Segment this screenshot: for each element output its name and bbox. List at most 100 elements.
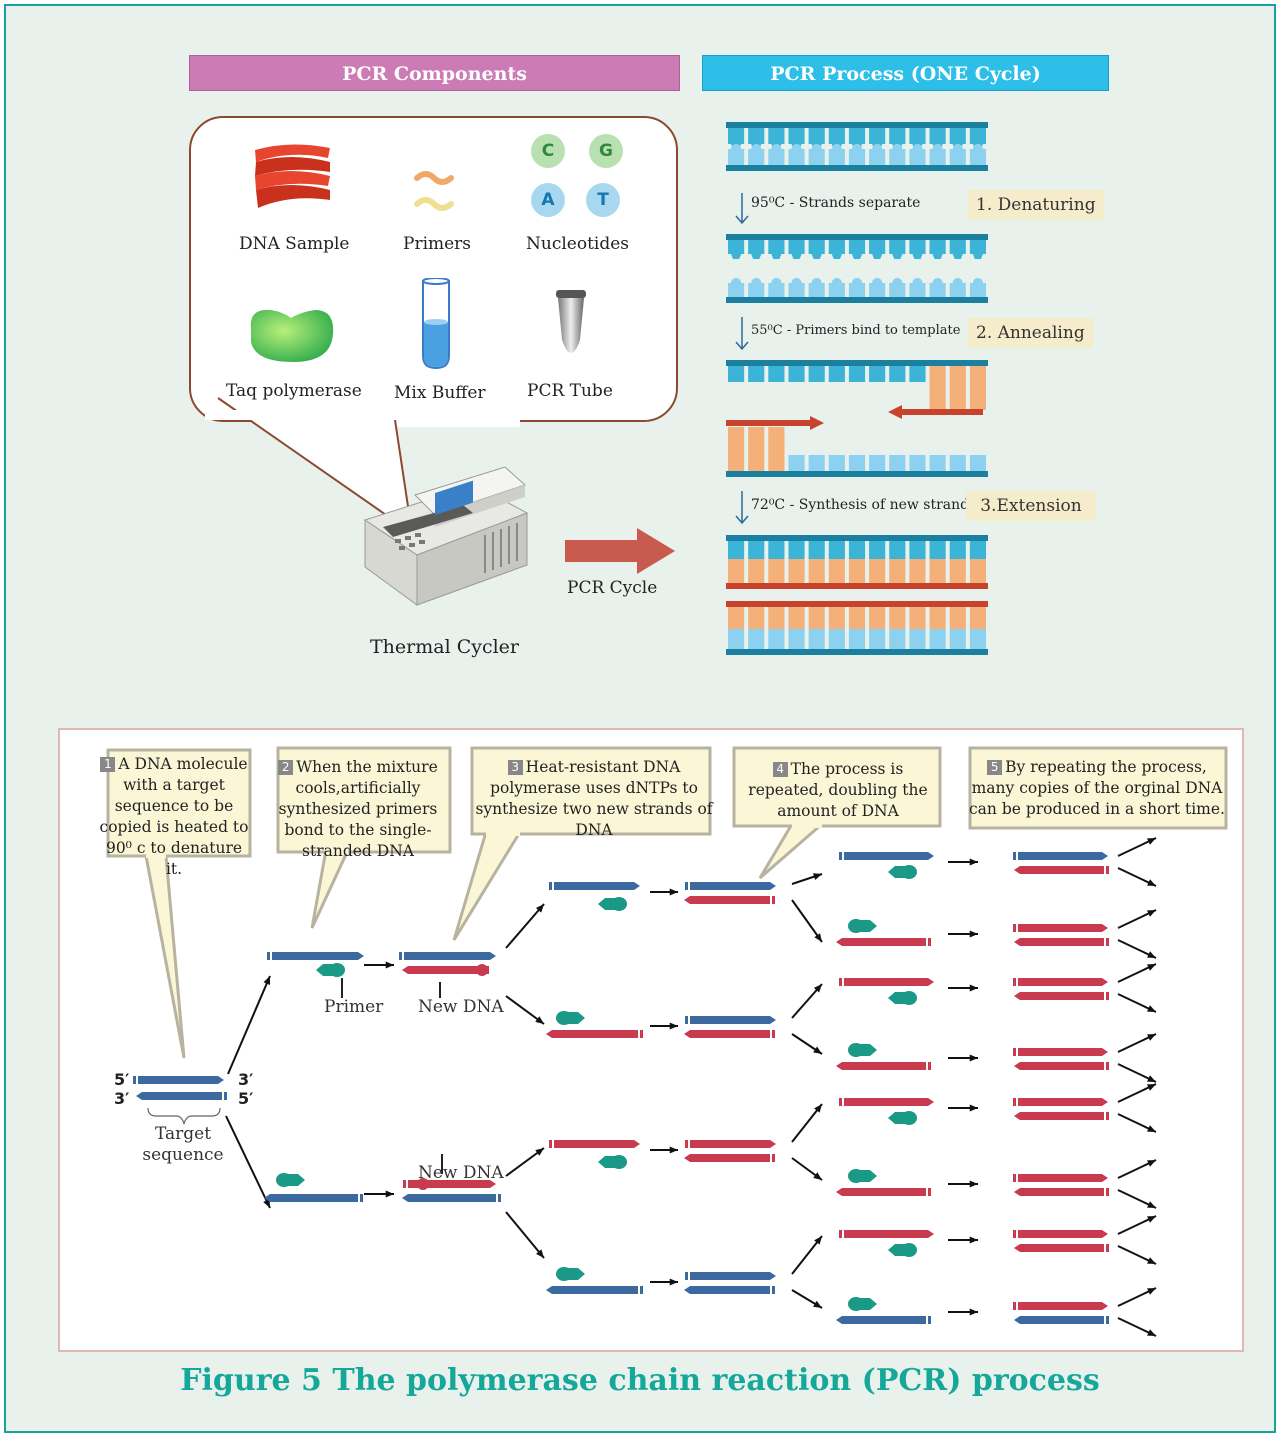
base-pair	[768, 277, 785, 297]
base-pair	[788, 559, 805, 583]
base-pair	[969, 629, 986, 649]
base-pair	[788, 629, 805, 649]
base-pair	[969, 607, 986, 629]
pcr-process-diagram	[726, 122, 988, 655]
base-pair	[889, 559, 906, 583]
flow-arrowhead	[813, 873, 822, 880]
five-prime-label-bottom: 5′	[238, 1089, 254, 1108]
base-pair	[889, 128, 906, 149]
base-pair	[869, 455, 886, 471]
strand-cap	[1106, 1316, 1109, 1324]
denaturing-step-label: 1. Denaturing	[968, 190, 1104, 220]
base-pair	[869, 128, 886, 149]
flow-arrowhead	[969, 1236, 978, 1244]
base-pair	[889, 629, 906, 649]
mix-buffer-label: Mix Buffer	[394, 383, 486, 403]
bubble-2-number: 2	[278, 760, 294, 775]
base-pair	[788, 607, 805, 629]
strand	[554, 882, 640, 890]
figure-caption: Figure 5 The polymerase chain reaction (…	[180, 1363, 1100, 1398]
base-pair	[748, 277, 765, 297]
strand-cap	[772, 1154, 775, 1162]
base-pair	[969, 128, 986, 149]
base-pair	[768, 629, 785, 649]
base-pair	[728, 128, 745, 149]
target-brace	[147, 1107, 221, 1125]
strand	[1014, 1188, 1104, 1196]
flow-arrow	[791, 899, 823, 943]
base-pair	[909, 541, 926, 559]
base-pair	[848, 455, 866, 471]
flow-arrowhead	[813, 1172, 822, 1180]
flow-arrowhead	[1147, 1160, 1156, 1167]
bubble-3-join	[486, 828, 520, 836]
base-pair	[828, 128, 845, 149]
pcr-amplification-diagram	[106, 746, 1228, 1337]
base-pair	[909, 455, 926, 471]
strand	[844, 852, 934, 860]
strand-cap	[685, 1140, 688, 1148]
flow-arrowhead	[1147, 910, 1156, 917]
base-pair	[808, 559, 825, 583]
base-pair	[949, 277, 966, 297]
dna-backbone	[726, 297, 988, 303]
base-pair	[828, 607, 845, 629]
template-strand	[272, 952, 364, 960]
base-pair	[848, 607, 866, 629]
components-callout-svg	[205, 397, 414, 536]
base-pair	[748, 128, 765, 149]
template-strand	[138, 1076, 224, 1084]
bubble-3	[470, 746, 712, 836]
base-pair	[909, 607, 926, 629]
strand	[546, 1286, 638, 1294]
base-pair	[728, 427, 745, 471]
base-pair	[748, 607, 765, 629]
dna-backbone	[726, 234, 988, 240]
base-pair	[929, 277, 946, 297]
target-sequence-label: Target sequence	[142, 1124, 224, 1165]
base-pair	[869, 629, 886, 649]
strand-cap	[928, 1188, 931, 1196]
base-pair	[828, 541, 845, 559]
new-strand	[402, 966, 484, 974]
base-pair	[969, 366, 986, 410]
bubble-1	[106, 748, 252, 858]
base-pair	[869, 559, 886, 583]
bubble-4-number: 4	[772, 762, 788, 777]
flow-arrowhead	[1147, 838, 1156, 845]
base-pair	[929, 128, 946, 149]
base-pair	[828, 366, 845, 382]
five-prime-label-top: 5′	[114, 1070, 130, 1089]
flow-arrowhead	[1147, 1084, 1156, 1091]
strand-cap	[640, 1030, 643, 1038]
base-pair	[929, 541, 946, 559]
template-strand	[402, 1194, 496, 1202]
flow-arrowhead	[1147, 1329, 1156, 1336]
flow-arrowhead	[385, 961, 394, 969]
base-pair	[949, 607, 966, 629]
callout-mask	[205, 410, 405, 420]
base-pair	[788, 240, 805, 259]
base-pair	[728, 143, 745, 165]
base-pair	[869, 240, 886, 259]
bubble-3-number: 3	[507, 760, 523, 775]
base-pair	[949, 240, 966, 259]
flow-arrowhead	[385, 1190, 394, 1198]
nucleotide-a-icon: A	[531, 183, 565, 217]
base-pair	[788, 366, 805, 382]
three-prime-label-top: 3′	[238, 1070, 254, 1089]
base-pair	[808, 541, 825, 559]
denature-arrow	[735, 193, 749, 225]
strand	[1018, 1174, 1108, 1182]
flow-arrowhead	[1147, 964, 1156, 971]
strand-cap	[1106, 866, 1109, 874]
base-pair	[969, 559, 986, 583]
flow-arrow	[227, 975, 271, 1075]
strand	[1014, 1062, 1104, 1070]
base-pair	[728, 541, 745, 559]
strand-cap	[928, 938, 931, 946]
base-pair	[929, 559, 946, 583]
strand-cap	[1106, 1112, 1109, 1120]
template-strand	[264, 1194, 358, 1202]
flow-arrowhead	[813, 984, 822, 993]
